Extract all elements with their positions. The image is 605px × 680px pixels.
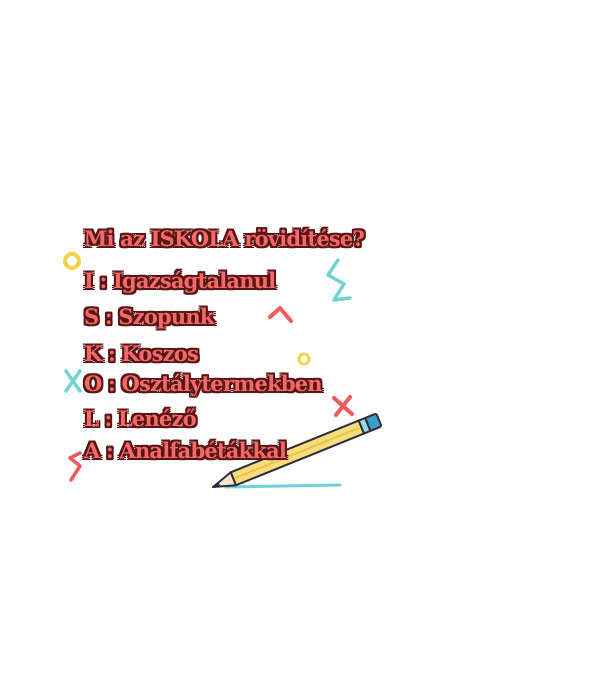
acronym-line-o: O : Osztálytermekben <box>84 371 323 396</box>
caret-icon <box>268 306 293 323</box>
acronym-line-l: L : Lenéző <box>84 406 197 431</box>
acronym-line-a: A : Analfabétákkal <box>84 438 287 463</box>
ring-icon <box>63 252 81 270</box>
acronym-line-s: S : Szopunk <box>84 304 214 329</box>
acronym-line-k: K : Koszos <box>84 341 199 366</box>
zigzag-icon <box>68 451 82 482</box>
ring-icon <box>297 352 311 366</box>
cross-icon <box>64 369 82 393</box>
meme-title: Mi az ISKOLA rövidítése? <box>84 226 365 251</box>
pencil-icon <box>212 413 382 489</box>
cross-icon <box>332 395 354 417</box>
zigzag-icon <box>326 258 352 302</box>
acronym-line-i: I : Igazságtalanul <box>84 268 276 293</box>
